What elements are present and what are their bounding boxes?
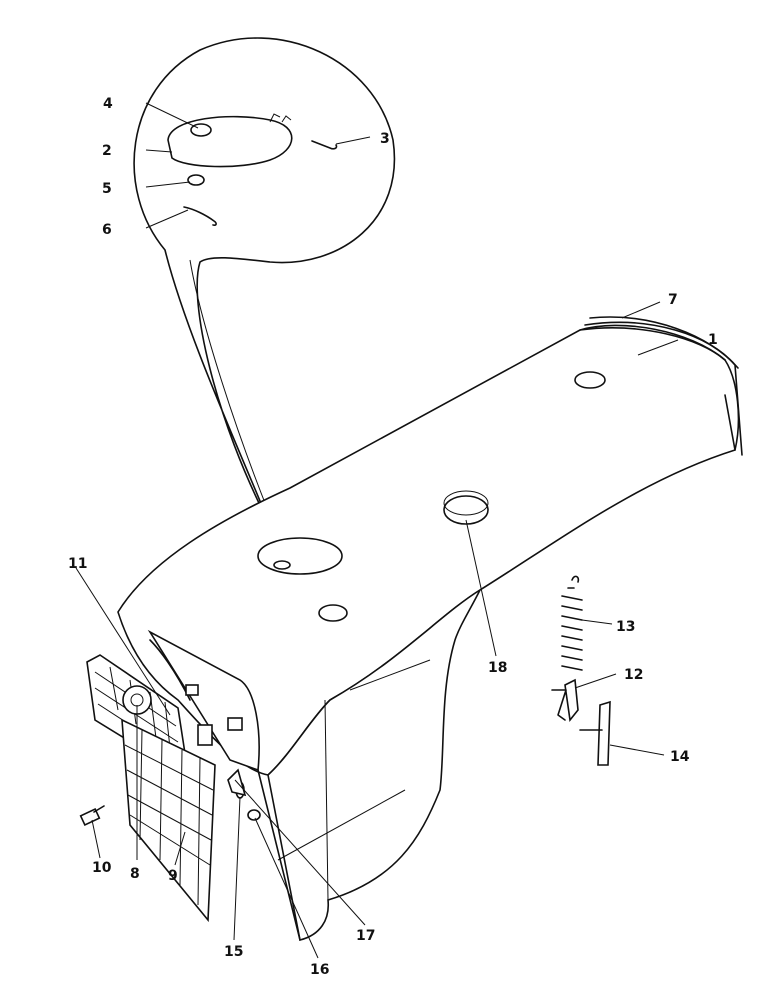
callout-16: 16 (310, 962, 329, 978)
callout-12: 12 (624, 667, 643, 683)
callout-5: 5 (102, 181, 112, 197)
callout-15: 15 (224, 944, 243, 960)
callout-1: 1 (708, 332, 718, 348)
bonnet-body (117, 321, 743, 941)
clip-17 (227, 768, 247, 797)
callout-labels: 1 2 3 4 5 6 7 8 9 10 11 12 13 14 15 16 1… (68, 96, 718, 978)
clip-16 (247, 809, 261, 821)
callout-9: 9 (168, 868, 178, 884)
trim-strip (589, 316, 739, 369)
callout-2: 2 (102, 143, 112, 159)
callout-8: 8 (130, 866, 140, 882)
catch-bracket (579, 700, 611, 766)
callout-14: 14 (670, 749, 690, 765)
callout-3: 3 (380, 131, 390, 147)
callout-6: 6 (102, 222, 112, 238)
spring-part (561, 575, 583, 671)
callout-18: 18 (488, 660, 507, 676)
callout-7: 7 (668, 292, 678, 308)
callout-11: 11 (68, 556, 87, 572)
mesh-screen (121, 718, 216, 923)
callout-17: 17 (356, 928, 375, 944)
callout-4: 4 (103, 96, 113, 112)
latch-part (551, 678, 579, 722)
callout-10: 10 (92, 860, 112, 876)
callout-13: 13 (616, 619, 635, 635)
leader-lines (75, 102, 679, 959)
